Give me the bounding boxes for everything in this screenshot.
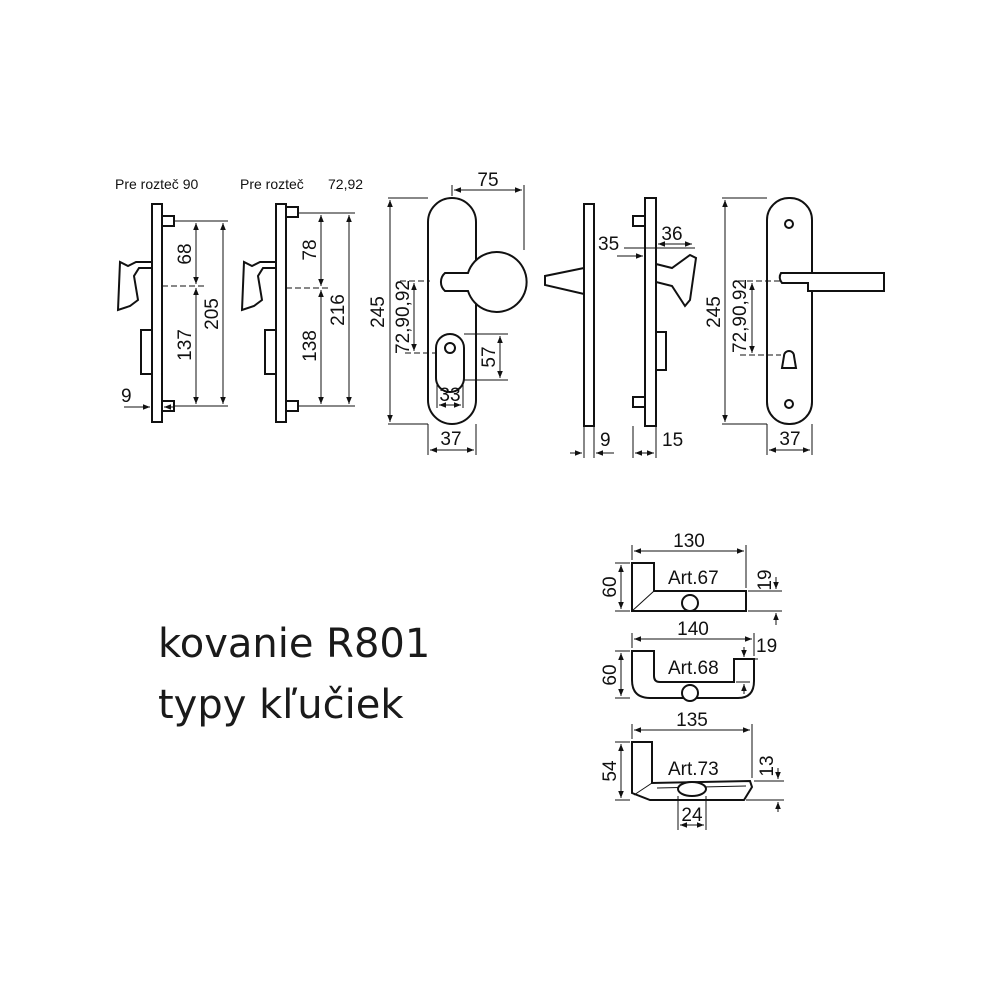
backplate (275, 203, 287, 423)
mount-stud-top (285, 206, 299, 218)
dim-length: 140 (677, 619, 709, 640)
dim-length: 135 (676, 710, 708, 731)
screw-hole-top (784, 219, 794, 229)
dim-216: 216 (328, 294, 349, 326)
side-view-spacing-72: 78 138 216 (240, 203, 355, 423)
title-line-1: kovanie R801 (158, 621, 430, 667)
screw-hole-bottom (784, 399, 794, 409)
dim-spacing: 72,90,92 (730, 279, 751, 353)
cylinder-guard (140, 329, 153, 375)
article-label: Art.67 (668, 568, 719, 589)
mount-stud-bottom (285, 400, 299, 412)
dim-9: 9 (600, 430, 611, 451)
dim-57: 57 (479, 346, 500, 367)
side-view-spacing-90: 68 137 205 9 (116, 203, 228, 423)
lever-profile (655, 253, 698, 308)
front-view-lever: 245 72,90,92 37 (704, 197, 885, 455)
backplate (583, 203, 595, 427)
lever-handle (778, 272, 885, 292)
mount-stud-top (632, 215, 646, 227)
dim-thickness: 19 (755, 569, 776, 590)
key-cylinder-hole (780, 350, 798, 369)
dim-35: 35 (598, 234, 619, 255)
dim-245: 245 (368, 296, 389, 328)
dim-length: 130 (673, 531, 705, 552)
spacing-72-label: Pre rozteč (240, 176, 304, 192)
dim-68: 68 (175, 243, 196, 264)
dim-height: 60 (600, 664, 621, 685)
dim-78: 78 (300, 239, 321, 260)
handle-outline (631, 650, 755, 699)
handle-art-73: 135 54 13 24 Art.73 (600, 710, 784, 830)
handle-art-68: 140 60 19 Art.68 (600, 619, 777, 702)
spacing-72-value: 72,92 (328, 176, 363, 192)
dim-spacing: 72,90,92 (393, 280, 414, 354)
side-view-lever-left: 9 (544, 203, 614, 458)
escutcheon-plate (766, 197, 813, 425)
dim-137: 137 (175, 329, 196, 361)
mount-stud-bottom (632, 396, 646, 408)
front-view-knob: 245 72,90,92 57 33 37 75 (368, 170, 528, 455)
dim-base: 24 (681, 805, 703, 826)
dim-thickness: 19 (756, 636, 777, 657)
knob-profile (116, 260, 153, 312)
spindle-boss (677, 781, 707, 797)
cylinder-collar (435, 333, 465, 393)
spindle-boss (681, 594, 699, 612)
lever-stub (544, 266, 585, 296)
dim-36: 36 (661, 224, 682, 245)
dim-75: 75 (477, 170, 498, 191)
dim-33: 33 (439, 385, 460, 406)
title-line-2: typy kľučiek (158, 682, 404, 728)
mount-stud-bottom (161, 400, 175, 412)
spacing-90-label: Pre rozteč 90 (115, 176, 198, 192)
dim-height: 54 (600, 760, 621, 782)
cylinder-guard (655, 331, 667, 371)
dim-37: 37 (440, 429, 461, 450)
article-label: Art.73 (668, 759, 719, 780)
mount-stud-top (161, 215, 175, 227)
dim-thickness: 13 (757, 755, 778, 776)
cylinder-guard (264, 329, 277, 375)
handle-outline (631, 741, 754, 801)
dim-37: 37 (779, 429, 800, 450)
backplate (644, 197, 657, 427)
dim-height: 60 (600, 576, 621, 597)
article-label: Art.68 (668, 658, 719, 679)
knob-outline (439, 251, 528, 313)
dim-15: 15 (662, 430, 683, 451)
side-view-lever-right: 35 36 15 (598, 197, 698, 458)
handle-art-67: 130 60 19 Art.67 (600, 531, 782, 625)
backplate (151, 203, 163, 423)
keyhole (444, 342, 456, 354)
dim-245: 245 (704, 296, 725, 328)
spindle-boss (681, 684, 699, 702)
dim-9: 9 (121, 386, 132, 407)
dim-138: 138 (300, 330, 321, 362)
knob-profile (240, 260, 277, 312)
dim-205: 205 (202, 298, 223, 330)
